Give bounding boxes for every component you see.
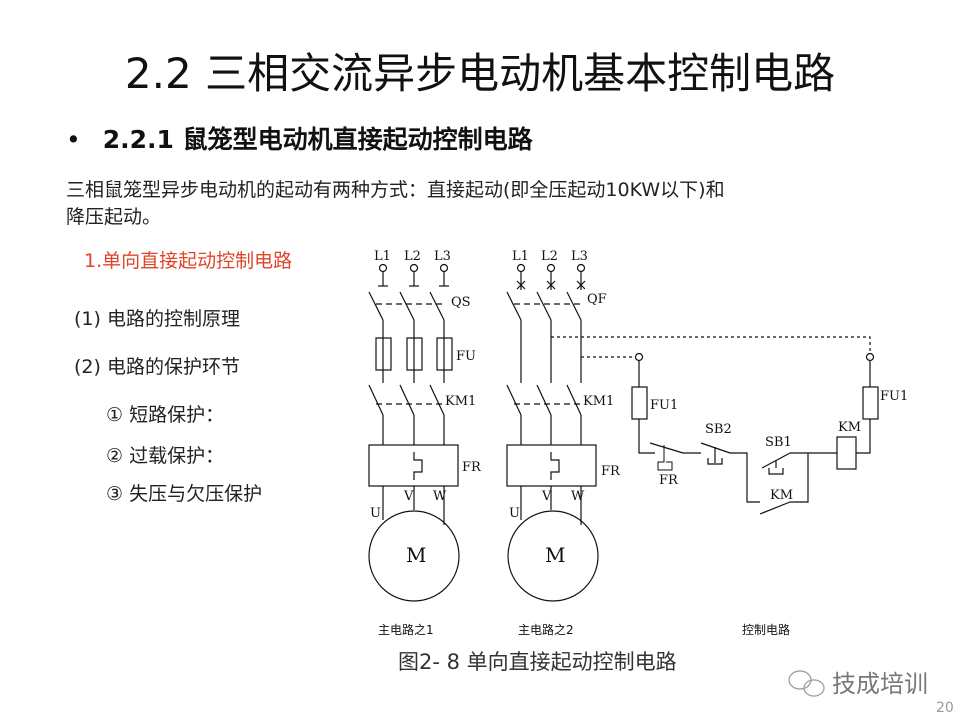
slide-title: 2.2 三相交流异步电动机基本控制电路 [124, 49, 836, 98]
protection-3: ③ 失压与欠压保护 [106, 483, 263, 505]
label-qs: QS [451, 295, 471, 310]
intro-line-2: 降压起动。 [66, 206, 162, 228]
protection-1: ① 短路保护： [106, 404, 225, 426]
label-w-b: W [571, 489, 585, 504]
label-l2-b: L2 [541, 249, 558, 264]
label-u-b: U [509, 506, 520, 521]
subsection-heading: • 2.2.1 鼠笼型电动机直接起动控制电路 [66, 120, 533, 156]
point-2: (2) 电路的保护环节 [74, 356, 240, 378]
main-circuit-2 [506, 263, 599, 602]
label-u-a: U [370, 506, 381, 521]
thermal-relay-fr-2 [506, 444, 597, 487]
label-fr-a: FR [462, 460, 482, 475]
label-control-circuit: 控制电路 [742, 622, 790, 637]
point-1: (1) 电路的控制原理 [74, 308, 240, 330]
label-fu1-right: FU1 [880, 389, 908, 404]
contactor-coil-km [836, 436, 857, 470]
label-qf: QF [587, 292, 607, 307]
subsection-text: 2.2.1 鼠笼型电动机直接起动控制电路 [102, 125, 533, 154]
label-l2-a: L2 [404, 249, 421, 264]
diagram-labels: L1 L2 L3 L1 L2 L3 QS QF FU KM1 KM1 FR FR… [370, 249, 908, 637]
control-circuit [551, 336, 879, 515]
label-sb2: SB2 [705, 422, 732, 437]
motor-label-1: M [406, 543, 426, 567]
motor-2 [507, 510, 599, 602]
label-l3-a: L3 [434, 249, 451, 264]
label-fr-b: FR [601, 464, 621, 479]
figure-caption: 图2- 8 单向直接起动控制电路 [398, 650, 677, 674]
label-v-a: V [403, 489, 414, 504]
section-heading: 1.单向直接起动控制电路 [84, 250, 293, 272]
label-fu1-left: FU1 [650, 398, 678, 413]
label-sb1: SB1 [765, 435, 792, 450]
label-l3-b: L3 [571, 249, 588, 264]
fuse-fu1-right [862, 386, 879, 420]
wechat-icon [788, 670, 825, 697]
label-km1-b: KM1 [583, 394, 614, 409]
thermal-relay-fr-1 [368, 444, 459, 487]
label-fu: FU [456, 349, 476, 364]
motor-label-2: M [545, 543, 565, 567]
label-l1-a: L1 [374, 249, 391, 264]
label-main-circuit-1: 主电路之1 [378, 622, 434, 637]
label-km-coil: KM [838, 420, 861, 435]
watermark: 技成培训 [832, 670, 928, 698]
intro-line-1: 三相鼠笼型异步电动机的起动有两种方式：直接起动(即全压起动10KW以下)和 [66, 179, 725, 201]
bullet-marker: • [66, 125, 81, 154]
page-number: 20 [936, 700, 954, 716]
label-l1-b: L1 [512, 249, 529, 264]
label-km1-a: KM1 [445, 394, 476, 409]
label-fr-contact: FR [659, 473, 679, 488]
fuse-fu1-left [631, 386, 648, 420]
main-circuit-1 [368, 263, 460, 602]
protection-2: ② 过载保护： [106, 445, 225, 467]
label-km-contact: KM [770, 488, 793, 503]
motor-1 [368, 510, 460, 602]
label-w-a: W [433, 489, 447, 504]
label-main-circuit-2: 主电路之2 [518, 622, 574, 637]
label-v-b: V [541, 489, 552, 504]
